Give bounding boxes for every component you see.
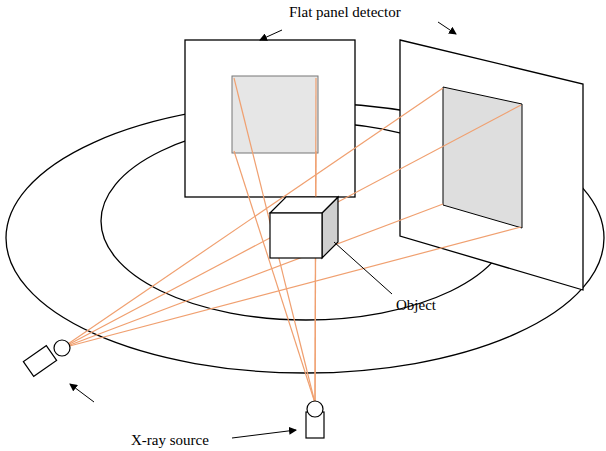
detector-active-area [443, 87, 522, 228]
leader-arrows [70, 22, 456, 438]
detector-label: Flat panel detector [289, 4, 401, 21]
object-label: Object [396, 297, 436, 314]
flat-panel-detector [400, 40, 583, 290]
detector-active-area [232, 76, 318, 153]
flat-panel-detector [185, 40, 355, 197]
x-ray-source [23, 340, 70, 376]
object-cube [270, 197, 338, 258]
x-ray-source [306, 401, 324, 438]
source-label: X-ray source [131, 432, 209, 449]
x-ray-beams [62, 78, 521, 403]
